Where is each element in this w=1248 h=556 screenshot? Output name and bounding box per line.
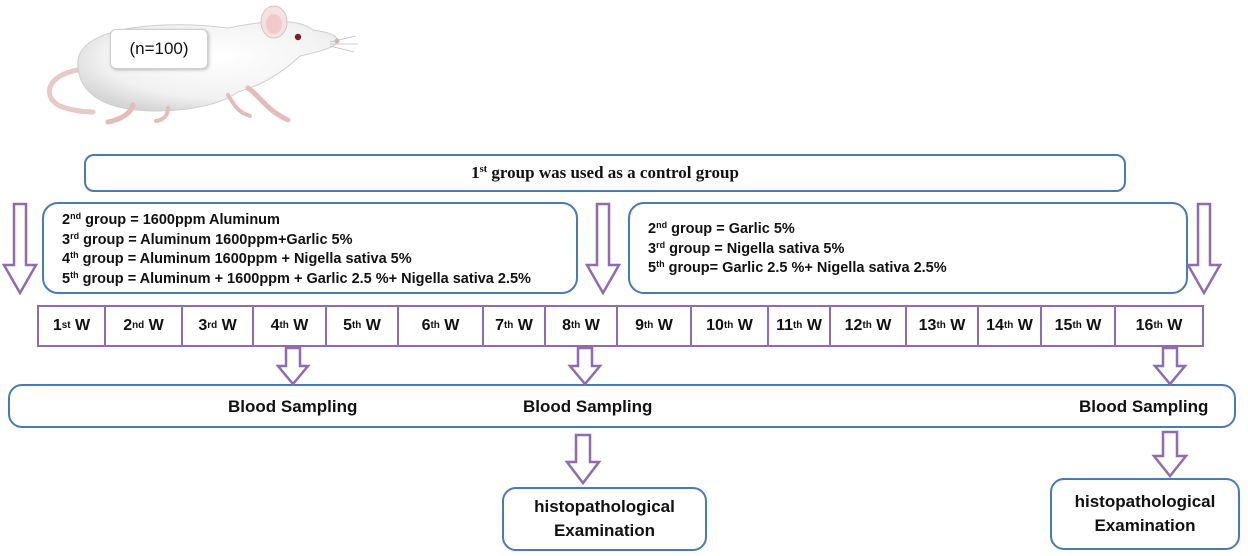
histo-line-2: Examination bbox=[1094, 516, 1196, 535]
recovery-groups-box: 2nd group = Garlic 5% 3rd group = Nigell… bbox=[628, 202, 1188, 294]
left-group-line: 2nd group = 1600ppm Aluminum bbox=[62, 211, 280, 228]
blood-sampling-label-week16: Blood Sampling bbox=[1079, 397, 1209, 416]
hollow-down-arrow bbox=[1, 202, 39, 296]
left-group-line: 5th group = Aluminum + 1600ppm + Garlic … bbox=[62, 269, 531, 287]
right-group-line: 2nd group = Garlic 5% bbox=[648, 220, 795, 237]
aluminum-groups-box: 2nd group = 1600ppm Aluminum 3rd group =… bbox=[42, 202, 578, 294]
control-group-box: 1st group was used as a control group bbox=[84, 154, 1126, 192]
histo-line-1: histopathological bbox=[1074, 492, 1216, 511]
sample-size-text: (n=100) bbox=[129, 39, 189, 58]
hollow-down-arrow bbox=[567, 346, 603, 386]
left-group-line: 3rd group = Aluminum 1600ppm+Garlic 5% bbox=[62, 230, 353, 248]
right-group-line: 5th group= Garlic 2.5 %+ Nigella sativa … bbox=[648, 259, 947, 276]
blood-sampling-label-week4: Blood Sampling bbox=[228, 397, 358, 416]
hollow-down-arrow bbox=[564, 433, 602, 486]
blood-sampling-label-week8: Blood Sampling bbox=[523, 397, 653, 416]
hollow-down-arrow bbox=[1185, 202, 1223, 296]
histopathology-box-week16: histopathological Examination bbox=[1050, 478, 1240, 550]
blood-sampling-bar bbox=[8, 384, 1236, 428]
histopathology-box-week8: histopathological Examination bbox=[502, 487, 707, 551]
histo-line-1: histopathological bbox=[534, 497, 675, 516]
control-group-text: 1st group was used as a control group bbox=[471, 163, 739, 182]
hollow-down-arrow bbox=[275, 346, 311, 386]
sample-size-label: (n=100) bbox=[110, 29, 208, 69]
right-group-line: 3rd group = Nigella sativa 5% bbox=[648, 239, 845, 257]
hollow-down-arrow bbox=[584, 202, 622, 296]
left-group-line: 4th group = Aluminum 1600ppm + Nigella s… bbox=[62, 250, 412, 267]
histo-line-2: Examination bbox=[553, 521, 656, 540]
hollow-down-arrow bbox=[1152, 346, 1188, 386]
hollow-down-arrow bbox=[1151, 430, 1189, 479]
